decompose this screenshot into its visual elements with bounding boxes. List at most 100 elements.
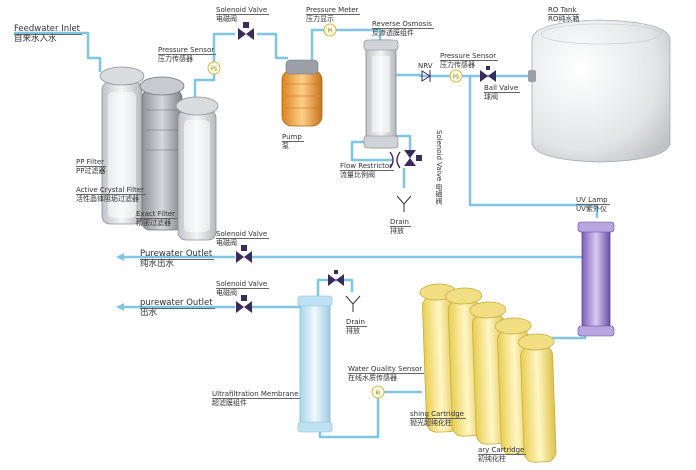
pipe-ro-permeate <box>395 73 530 78</box>
label-uv-lamp-en: UV Lamp <box>576 196 610 205</box>
label-solenoid-low: Solenoid Valve 电磁阀 <box>216 280 270 298</box>
label-feedwater-zh: 自来水入水 <box>14 34 57 44</box>
label-crystal-filter-zh: 活性晶体阻垢过滤器 <box>76 195 139 203</box>
label-flow-restrictor-en: Flow Restrictor <box>340 162 395 171</box>
label-exact-filter-en: Exact Filter <box>136 210 178 219</box>
pipe-uf-drain <box>316 278 354 296</box>
label-solenoid-low-en: Solenoid Valve <box>216 280 270 289</box>
label-feedwater: Feedwater Inlet 自来水入水 <box>14 24 83 44</box>
label-crystal-filter: Active Crystal Filter 活性晶体阻垢过滤器 <box>76 186 146 204</box>
label-pressure-meter-zh: 压力显示 <box>306 15 334 23</box>
label-ball-valve-en: Ball Valve <box>484 84 521 93</box>
label-drain-1-en: Drain <box>390 218 411 227</box>
label-purewater-outlet-2: purewater Outlet 出水 <box>140 298 215 318</box>
outlet-arrow-1 <box>116 253 124 261</box>
pressure-sensor-2-gauge: PS <box>449 69 463 83</box>
label-pump-en: Pump <box>282 133 304 142</box>
label-pressure-sensor-1: Pressure Sensor 压力传感器 <box>158 46 217 64</box>
label-solenoid-mid-zh: 电磁阀 <box>216 239 237 247</box>
label-purewater-outlet-1-en: Purewater Outlet <box>140 249 215 260</box>
label-primary-cartridge-en: ary Cartridge <box>478 446 527 455</box>
label-uv-lamp: UV Lamp UV紫外仪 <box>576 196 610 214</box>
solenoid-valve-mid[interactable] <box>236 245 252 263</box>
solenoid-valve-top[interactable] <box>238 22 254 40</box>
pressure-sensor-1-gauge: PS <box>207 61 221 75</box>
uv-lamp-housing <box>577 221 615 337</box>
label-drain-1: Drain 排放 <box>390 218 411 236</box>
solenoid-valve-vertical[interactable] <box>404 150 422 166</box>
label-uf-membrane-zh: 超滤膜组件 <box>212 399 247 407</box>
drain-symbols <box>345 195 412 312</box>
label-pressure-sensor-1-zh: 压力传感器 <box>158 55 193 63</box>
solenoid-valve-low[interactable] <box>236 295 252 313</box>
valves <box>236 22 496 313</box>
label-pressure-meter: Pressure Meter 压力显示 <box>306 6 361 24</box>
label-drain-2-zh: 排放 <box>346 327 360 335</box>
label-solenoid-vertical: Solenoid Valve 电磁阀 <box>435 130 443 205</box>
label-pp-filter: PP Filter PP过滤器 <box>76 158 107 176</box>
label-reverse-osmosis: Reverse Osmosis 反渗透膜组件 <box>372 20 434 38</box>
label-water-quality-sensor-zh: 在线水质传感器 <box>348 374 397 382</box>
gauge-ps2-text: PS <box>453 75 459 81</box>
label-pressure-sensor-2: Pressure Sensor 压力传感器 <box>440 52 499 70</box>
label-flow-restrictor: Flow Restrictor 流量比例阀 <box>340 162 395 180</box>
label-polishing-cartridge-zh: 抛光超纯化柱 <box>410 419 452 427</box>
label-reverse-osmosis-zh: 反渗透膜组件 <box>372 29 414 37</box>
label-ro-tank-en: RO Tank <box>548 6 579 15</box>
label-water-quality-sensor-en: Water Quality Sensor <box>348 365 425 374</box>
outlet-arrows <box>116 253 124 311</box>
nrv-check-valve <box>421 70 431 82</box>
label-pump: Pump 泵 <box>282 133 304 151</box>
label-drain-2-en: Drain <box>346 318 367 327</box>
label-purewater-outlet-2-en: purewater Outlet <box>140 298 215 309</box>
pipe-pump-out <box>310 28 382 68</box>
crystal-filter-housing <box>139 76 185 231</box>
label-ro-tank: RO Tank RO纯水箱 <box>548 6 579 24</box>
pp-filter-housing <box>99 66 145 225</box>
label-primary-cartridge: ary Cartridge 初纯化柱 <box>478 446 527 464</box>
label-solenoid-top: Solenoid Valve 电磁阀 <box>216 6 270 24</box>
pipe-concentrate <box>350 140 392 162</box>
label-nrv: NRV <box>418 62 433 71</box>
exact-filter-housing <box>175 96 219 241</box>
pump-body <box>281 59 323 127</box>
drain-valve-2[interactable] <box>328 270 344 286</box>
flow-restrictor-symbol <box>389 151 401 169</box>
label-pressure-sensor-2-en: Pressure Sensor <box>440 52 499 61</box>
label-primary-cartridge-zh: 初纯化柱 <box>478 455 506 463</box>
label-solenoid-low-zh: 电磁阀 <box>216 289 237 297</box>
label-pressure-sensor-2-zh: 压力传感器 <box>440 61 475 69</box>
label-pp-filter-en: PP Filter <box>76 158 107 167</box>
outlet-arrow-2 <box>116 303 124 311</box>
label-polishing-cartridge: shing Cartridge 抛光超纯化柱 <box>410 410 466 428</box>
ball-valve[interactable] <box>480 66 496 82</box>
label-pp-filter-zh: PP过滤器 <box>76 167 106 175</box>
label-uf-membrane-en: Ultrafiltration Membrane <box>212 390 301 399</box>
pipe-filter-out <box>193 32 235 110</box>
label-uf-membrane: Ultrafiltration Membrane 超滤膜组件 <box>212 390 301 408</box>
label-drain-2: Drain 排放 <box>346 318 367 336</box>
label-solenoid-mid: Solenoid Valve 电磁阀 <box>216 230 270 248</box>
polishing-cartridges <box>419 283 557 463</box>
label-purewater-outlet-1: Purewater Outlet 纯水出水 <box>140 249 215 269</box>
label-water-quality-sensor: Water Quality Sensor 在线水质传感器 <box>348 365 425 383</box>
ro-membrane-housing <box>363 39 399 149</box>
pipe-to-uf <box>318 390 422 439</box>
label-reverse-osmosis-en: Reverse Osmosis <box>372 20 434 29</box>
label-pressure-sensor-1-en: Pressure Sensor <box>158 46 217 55</box>
label-pump-zh: 泵 <box>282 142 289 150</box>
label-pressure-meter-en: Pressure Meter <box>306 6 361 15</box>
label-solenoid-top-zh: 电磁阀 <box>216 15 237 23</box>
gauges: PS PI PS RI <box>207 23 463 399</box>
pipe-to-pump <box>257 32 288 60</box>
uf-membrane-housing <box>297 295 333 433</box>
gauge-ri-text: RI <box>376 391 381 397</box>
pressure-meter-gauge: PI <box>323 23 337 37</box>
label-exact-filter: Exact Filter 精密过滤器 <box>136 210 178 228</box>
label-ball-valve-zh: 球阀 <box>484 93 498 101</box>
drain-symbol-1 <box>396 195 412 212</box>
label-nrv-en: NRV <box>418 62 433 70</box>
ro-tank-vessel <box>528 19 671 163</box>
pipe-to-uv <box>468 76 599 218</box>
